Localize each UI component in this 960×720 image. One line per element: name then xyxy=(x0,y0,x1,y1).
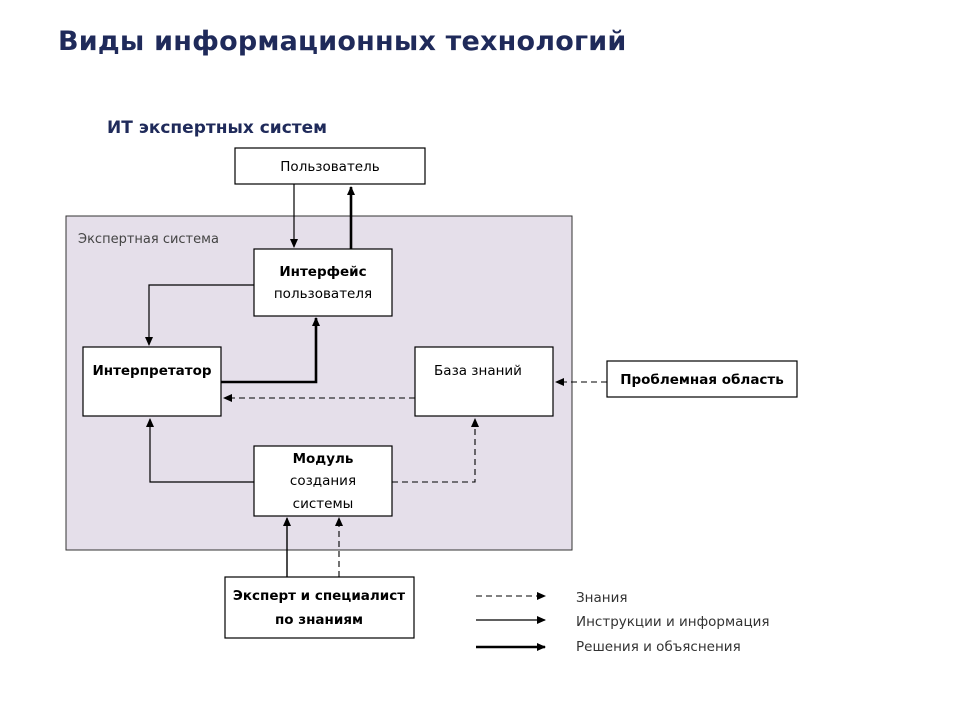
user-label: Пользователь xyxy=(280,159,379,175)
legend-instructions-label: Инструкции и информация xyxy=(576,614,770,630)
problem-area-box xyxy=(606,360,798,398)
problem-area-label: Проблемная область xyxy=(620,372,784,388)
section-subtitle: ИТ экспертных систем xyxy=(107,118,328,138)
expert-label-2: по знаниям xyxy=(275,612,363,628)
module-label-2: создания xyxy=(290,473,356,489)
module-label-1: Модуль xyxy=(293,451,354,467)
user-box xyxy=(234,147,426,185)
interface-label-2: пользователя xyxy=(274,286,372,302)
interface-box xyxy=(253,248,393,317)
arrow-module-to-interpreter xyxy=(146,418,254,483)
interpreter-box xyxy=(82,346,222,417)
expert-box xyxy=(224,576,415,639)
module-label-3: системы xyxy=(293,496,354,512)
page-title: Виды информационных технологий xyxy=(58,26,627,57)
arrow-interpreter-to-interface xyxy=(221,317,320,384)
interpreter-label: Интерпретатор xyxy=(92,363,211,379)
expert-label-1: Эксперт и специалист xyxy=(233,588,405,604)
knowledge-base-label: База знаний xyxy=(434,363,522,379)
interface-label-1: Интерфейс xyxy=(279,264,366,280)
arrow-interface-to-interpreter xyxy=(145,284,254,346)
arrow-module-to-knowledge xyxy=(392,418,479,483)
legend-decisions-label: Решения и объяснения xyxy=(576,639,741,655)
legend-knowledge-label: Знания xyxy=(576,590,627,606)
region-label: Экспертная система xyxy=(78,232,219,247)
knowledge-base-box xyxy=(414,346,554,417)
module-box xyxy=(253,445,393,517)
